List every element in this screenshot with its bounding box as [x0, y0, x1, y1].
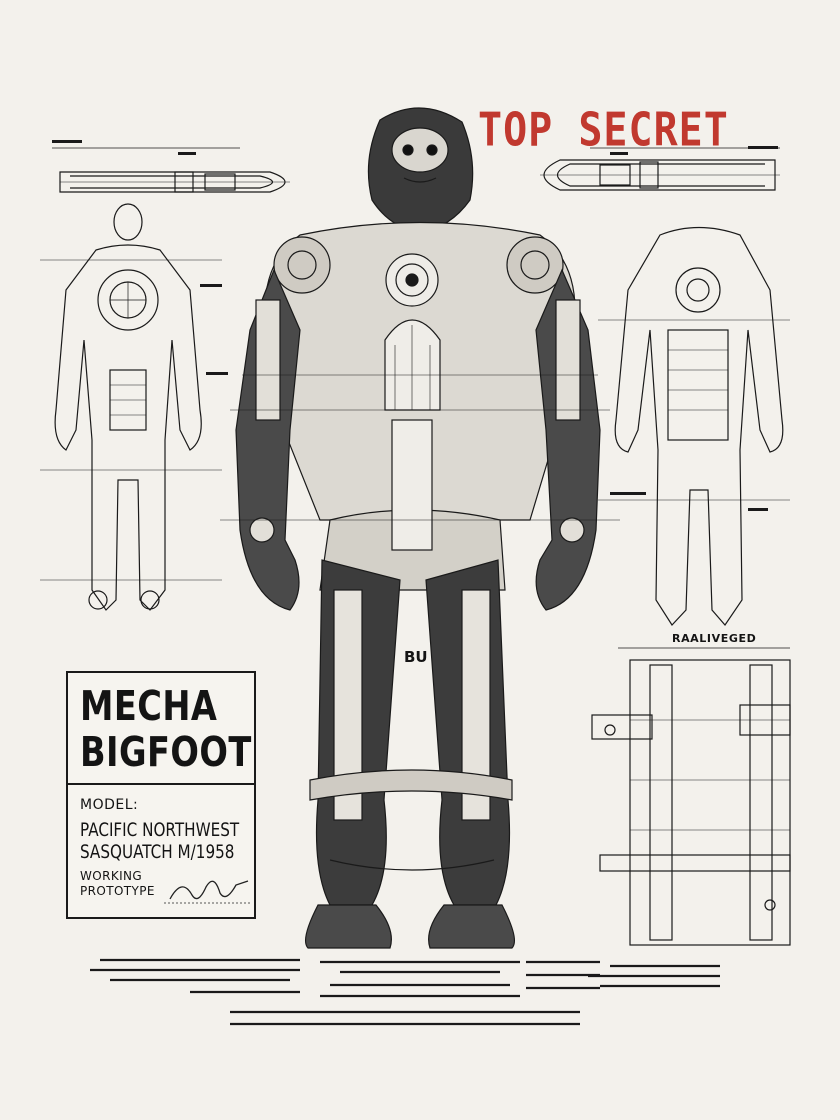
top-secret-stamp: TOP SECRET: [478, 104, 729, 157]
title-block: MECHA BIGFOOT MODEL: PACIFIC NORTHWEST S…: [66, 671, 256, 919]
central-figure: [220, 108, 620, 948]
model-label: MODEL:: [80, 797, 138, 813]
body-schematic-right: [598, 228, 790, 626]
arm-schematic-left: [52, 148, 290, 192]
status-label: WORKING PROTOTYPE: [80, 869, 155, 899]
model-value-line-2: SASQUATCH M/1958: [80, 841, 239, 863]
signature-mark: [164, 869, 252, 909]
joint-detail-schematic: [592, 648, 790, 945]
body-schematic-left: [40, 204, 222, 610]
title-line-2: BIGFOOT: [80, 729, 219, 775]
status-line-1: WORKING: [80, 869, 155, 884]
model-value-line-1: PACIFIC NORTHWEST: [80, 819, 239, 841]
footer-fine-print: [90, 960, 720, 1024]
detail-header: RAALIVEGED: [672, 632, 756, 645]
model-value: PACIFIC NORTHWEST SASQUATCH M/1958: [80, 819, 239, 863]
title-divider: [68, 783, 254, 785]
product-title: MECHA BIGFOOT: [80, 683, 219, 775]
chest-marking: BU: [404, 648, 428, 666]
status-line-2: PROTOTYPE: [80, 884, 155, 899]
title-line-1: MECHA: [80, 683, 219, 729]
